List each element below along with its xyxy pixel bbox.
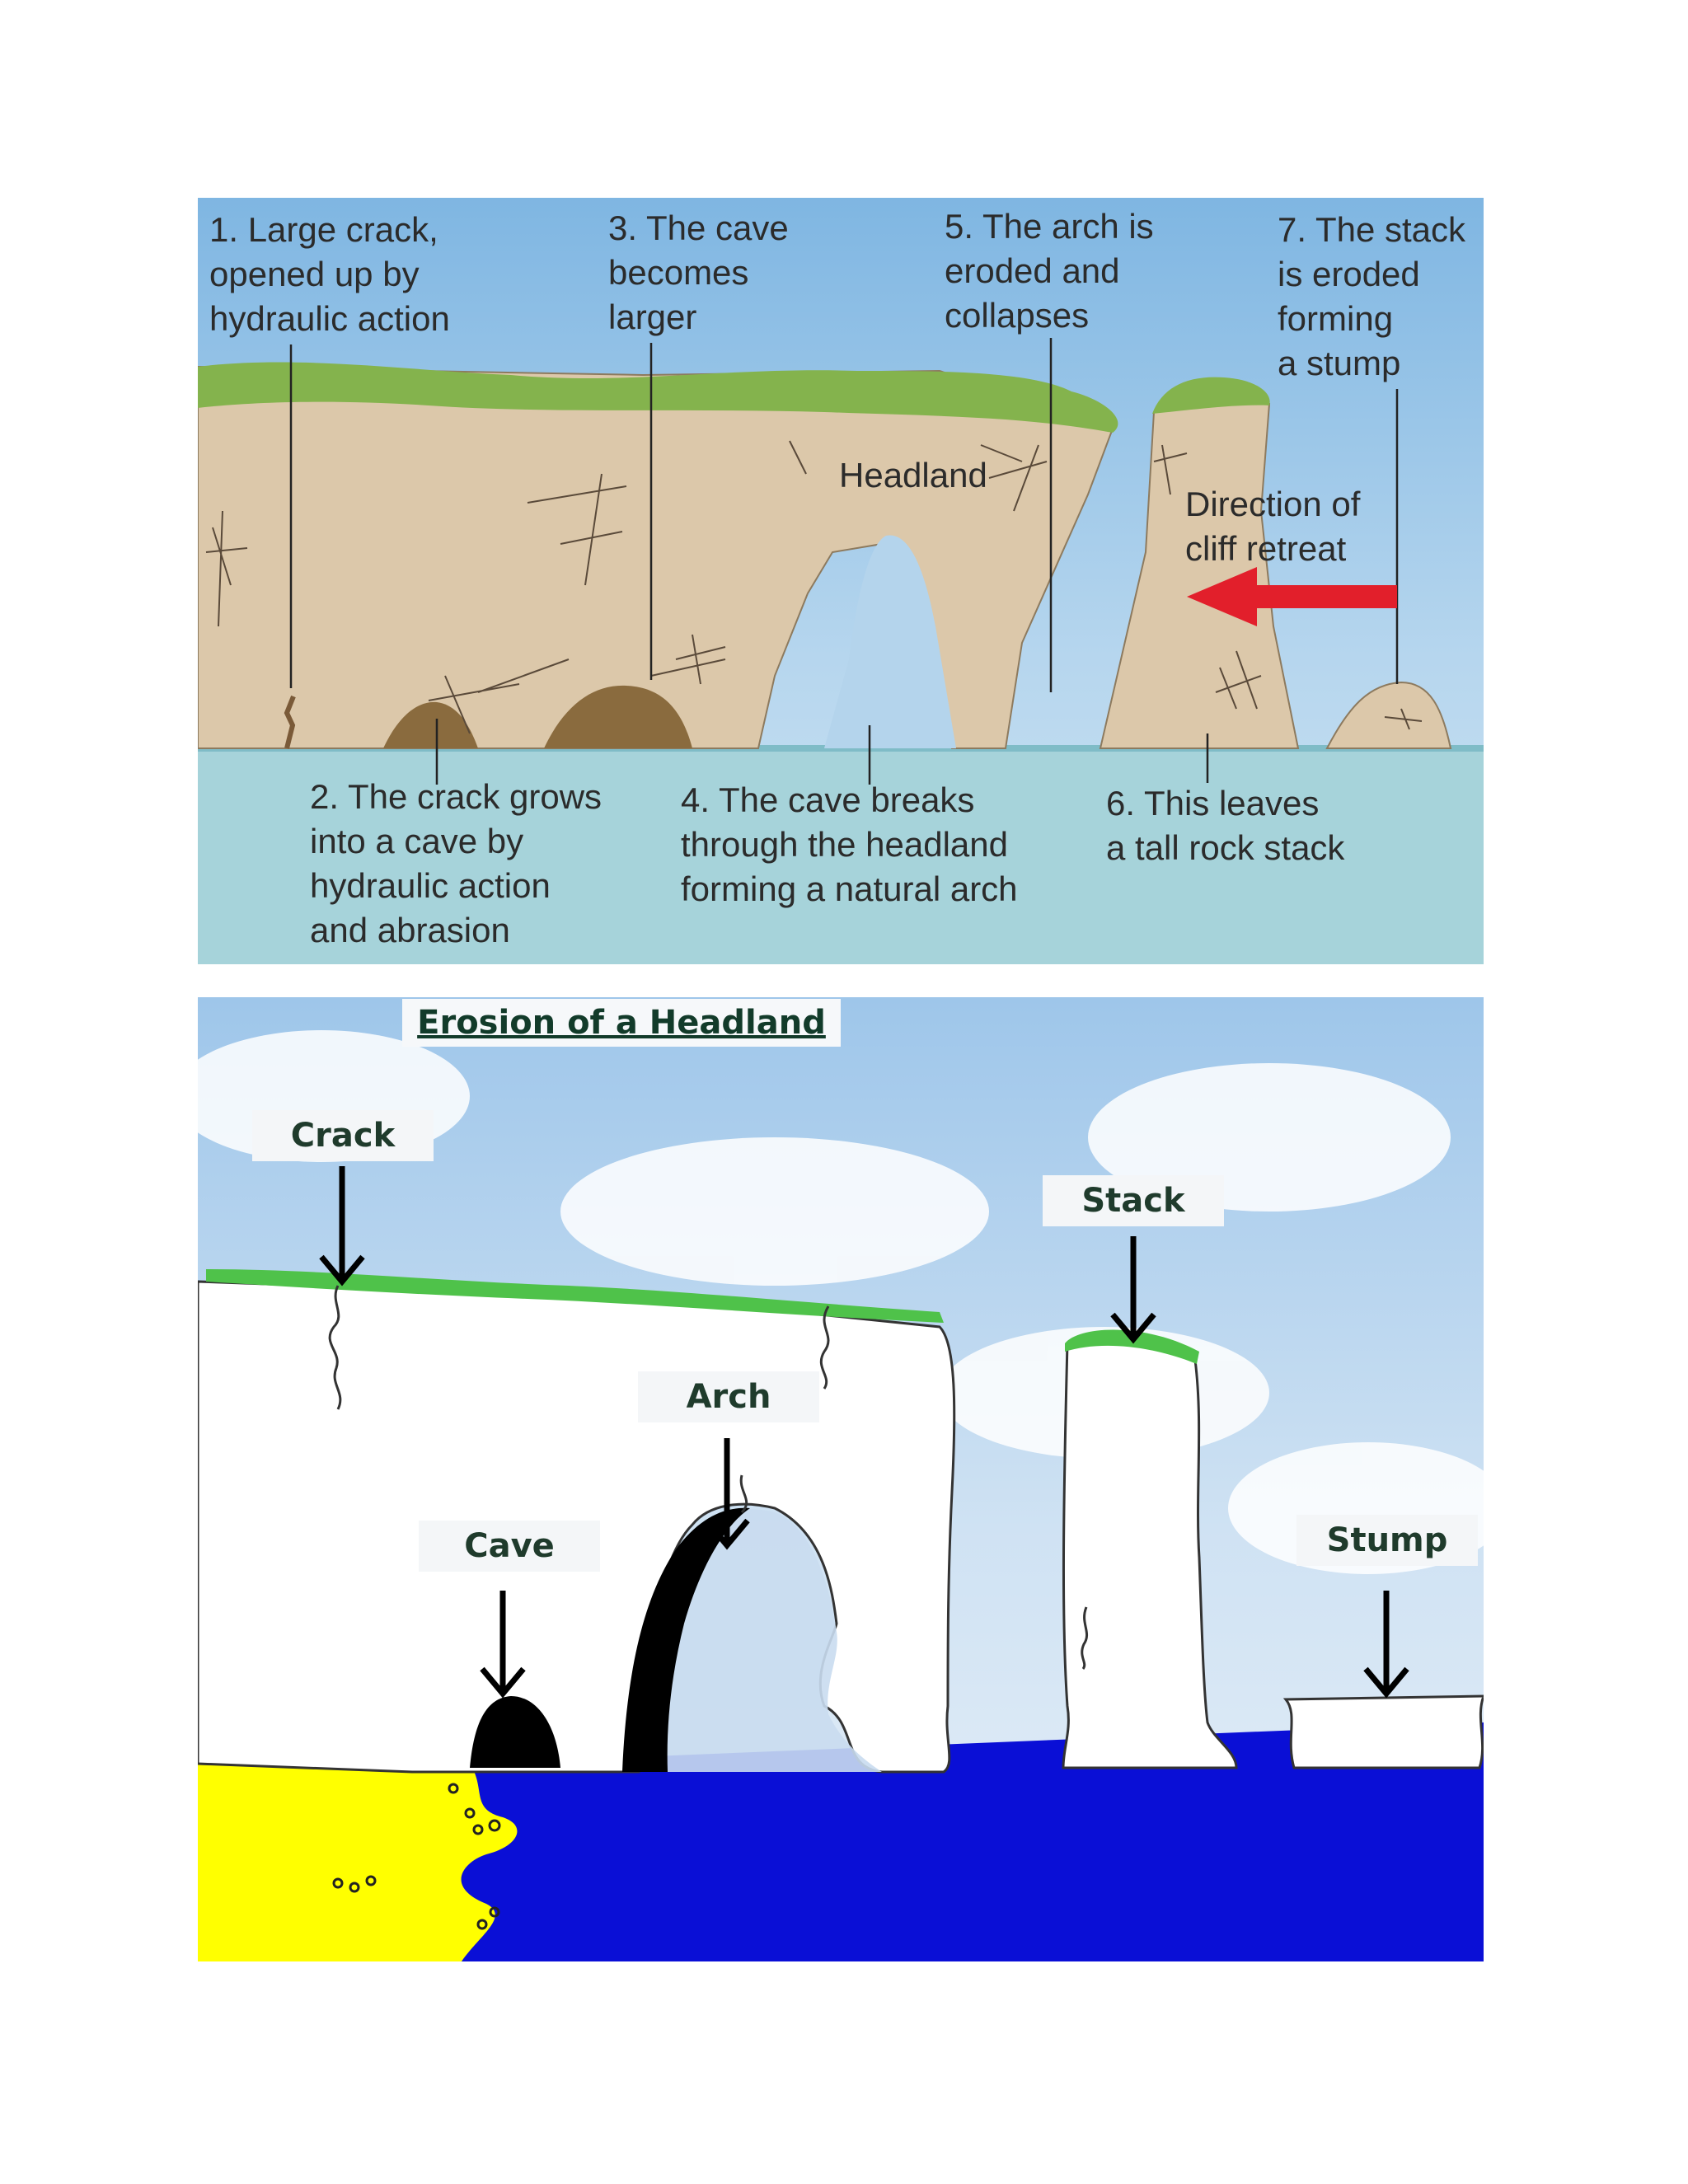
- arch-shadow: [622, 1507, 750, 1772]
- step-1-text: 1. Large crack, opened up by hydraulic a…: [209, 210, 450, 338]
- cave: [470, 1696, 560, 1768]
- step-2-text: 2. The crack grows into a cave by hydrau…: [310, 777, 603, 949]
- sea: [198, 1722, 1484, 1961]
- stack-grass: [1152, 377, 1270, 414]
- headland-label: Headland: [839, 456, 987, 494]
- small-cave: [383, 701, 478, 748]
- rock-fracture-lines: [205, 440, 1423, 734]
- crack-label: Crack: [252, 1110, 434, 1161]
- large-cave: [544, 685, 692, 748]
- stack-label: Stack: [1043, 1175, 1224, 1226]
- rock-stump: [1282, 1694, 1484, 1769]
- crack-lines: [328, 1285, 1089, 1670]
- pebbles: [332, 1783, 501, 1930]
- direction-label: Direction of cliff retreat: [1185, 485, 1361, 568]
- stump-label: Stump: [1296, 1515, 1478, 1566]
- arch-opening: [824, 535, 956, 748]
- headland-grass: [206, 1269, 944, 1323]
- sea: [198, 748, 1484, 964]
- arch-label: Arch: [638, 1371, 819, 1422]
- cliff-erosion-illustration: 1. Large crack, opened up by hydraulic a…: [198, 198, 1484, 964]
- stack-grass: [1065, 1329, 1199, 1364]
- step-5-text: 5. The arch is eroded and collapses: [945, 207, 1154, 335]
- step-7-text: 7. The stack is eroded forming a stump: [1278, 210, 1466, 382]
- step-6-text: 6. This leaves a tall rock stack: [1106, 784, 1345, 867]
- label-arrows: [319, 1166, 1409, 1699]
- beach: [198, 1760, 518, 1961]
- cave-label: Cave: [419, 1521, 600, 1572]
- crack-mark: [284, 695, 296, 749]
- step-3-text: 3. The cave becomes larger: [608, 209, 789, 336]
- rock-stump: [1325, 681, 1452, 749]
- cliff-erosion-drawing: [198, 338, 1484, 964]
- step-4-text: 4. The cave breaks through the headland …: [681, 780, 1018, 908]
- step-leader-lines: [289, 338, 1399, 785]
- cliff-retreat-arrow: [1187, 567, 1397, 626]
- diagram-title: Erosion of a Headland: [402, 999, 841, 1047]
- cliff-grass: [198, 362, 1118, 433]
- headland-cliff: [198, 365, 1114, 749]
- rock-stack: [1099, 401, 1300, 749]
